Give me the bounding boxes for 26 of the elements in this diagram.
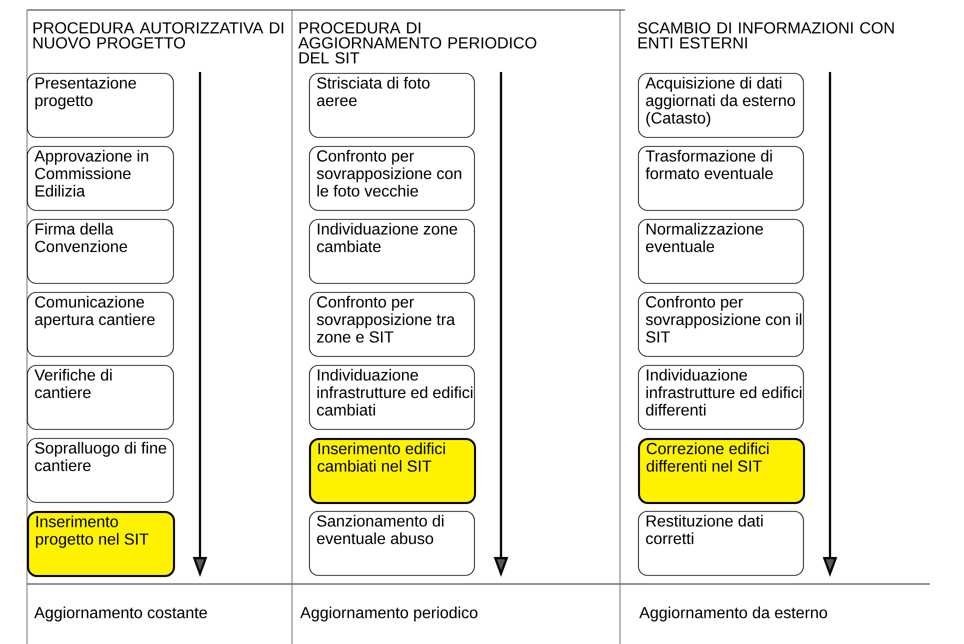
highlighted-step-box: Correzione edifici differenti nel SIT xyxy=(638,438,805,504)
highlighted-step-box: Inserimento edifici cambiati nel SIT xyxy=(309,438,476,504)
step-box: Acquisizione di dati aggiornati da esterno (Catasto) xyxy=(638,73,804,138)
step-box: Approvazione in Commissione Edilizia xyxy=(27,146,174,211)
step-box: Trasformazione di formato eventuale xyxy=(638,146,804,211)
step-box: Sanzionamento di eventuale abuso xyxy=(309,511,475,576)
step-box: Presentazione progetto xyxy=(27,73,174,138)
highlighted-step-box: Inserimento progetto nel SIT xyxy=(27,511,175,577)
step-box: Individuazione infrastrutture ed edifici differenti xyxy=(638,365,804,430)
step-box: Comunicazione apertura cantiere xyxy=(27,292,174,357)
step-box: Confronto per sovrapposizione tra zone e SIT xyxy=(309,292,475,357)
step-box: Sopralluogo di fine cantiere xyxy=(27,438,174,503)
column-footer: Aggiornamento periodico xyxy=(300,606,478,622)
column-heading: SCAMBIO DI INFORMAZIONI CON ENTI ESTERNI xyxy=(638,22,894,49)
step-box: Strisciata di foto aeree xyxy=(309,73,475,138)
column-heading: PROCEDURA AUTORIZZATIVA DI NUOVO PROGETTO xyxy=(34,22,284,49)
step-box: Confronto per sovrapposizione con il SIT xyxy=(638,292,804,357)
column-footer: Aggiornamento costante xyxy=(34,606,207,622)
step-box: Restituzione dati corretti xyxy=(638,511,804,576)
step-box: Firma della Convenzione xyxy=(27,219,174,284)
column-footer: Aggiornamento da esterno xyxy=(639,606,828,622)
step-box: Individuazione infrastrutture ed edifici cambiati xyxy=(309,365,475,430)
step-box: Individuazione zone cambiate xyxy=(309,219,475,284)
step-box: Confronto per sovrapposizione con le foto vecchie xyxy=(309,146,475,211)
step-box: Verifiche di cantiere xyxy=(27,365,174,430)
step-box: Normalizzazione eventuale xyxy=(638,219,804,284)
